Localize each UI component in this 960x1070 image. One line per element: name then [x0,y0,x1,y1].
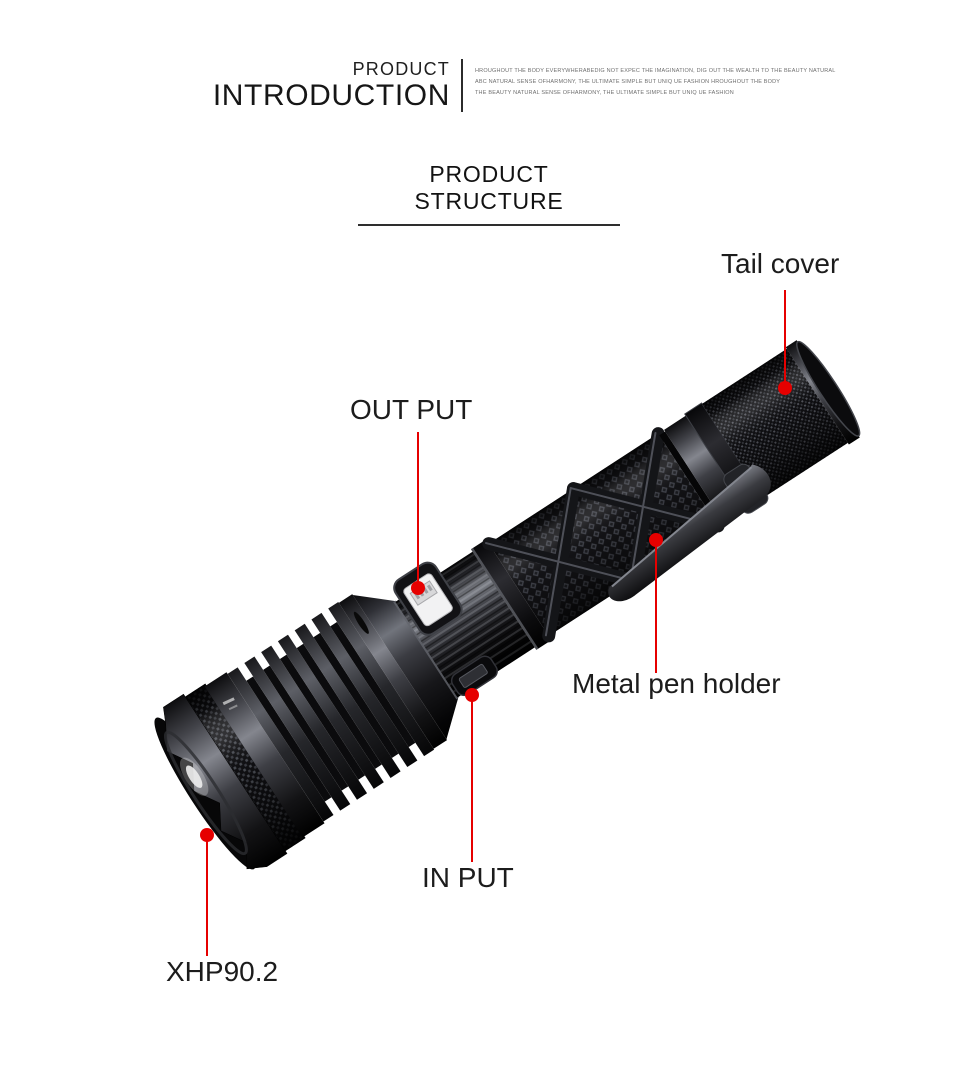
header-tagline: HROUGHOUT THE BODY EVERYWHERABEDIG NOT E… [475,66,836,99]
flashlight-body [154,340,861,870]
in-put-callout-dot [465,688,479,702]
metal-pen-holder-callout-dot [649,533,663,547]
label-in-put: IN PUT [422,862,514,893]
header-title: INTRODUCTION [212,79,450,112]
metal-pen-holder-callout-line [655,545,657,673]
section-title-underline: PRODUCT STRUCTURE [358,161,620,226]
reflector-rim [163,730,248,856]
header-kicker: PRODUCT [352,59,450,79]
micro-usb-port [450,655,498,697]
section-title: PRODUCT STRUCTURE [414,161,564,214]
out-put-callout-dot [411,581,425,595]
tagline-line: ABC NATURAL SENSE OFHARMONY, THE ULTIMAT… [475,79,781,85]
in-put-callout-line [471,700,473,862]
xhp90-2-callout-dot [200,828,214,842]
bezel-crown [163,693,288,870]
branding-mark [222,697,235,706]
label-tail-cover: Tail cover [721,248,840,279]
tail-end-face [796,340,861,437]
head-ring [204,672,325,838]
heatsink-fins [227,602,435,822]
xhp90-2-callout-line [206,840,208,956]
tail-cover-callout-line [784,290,786,388]
tail-cover-callout-dot [778,381,792,395]
tagline-line: THE BEAUTY NATURAL SENSE OFHARMONY, THE … [475,90,734,96]
pocket-clip [608,463,771,602]
tagline-line: HROUGHOUT THE BODY EVERYWHERABEDIG NOT E… [475,68,836,74]
collar-slot [353,611,369,634]
lens-glint [185,765,203,788]
label-metal-pen-holder: Metal pen holder [572,668,781,699]
label-out-put: OUT PUT [350,394,473,425]
body-collar-ring [470,539,552,650]
label-xhp90-2: XHP90.2 [166,956,279,987]
out-put-callout-line [417,432,419,588]
header-divider [461,59,463,112]
head-taper [352,594,459,740]
